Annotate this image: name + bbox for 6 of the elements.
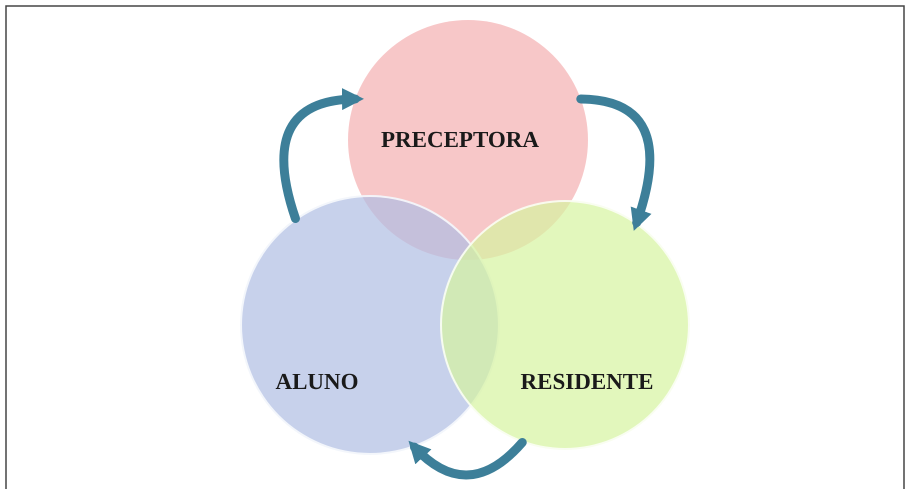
curved-arrow: [280, 88, 364, 223]
circle-label: RESIDENTE: [520, 369, 654, 395]
circle-label: ALUNO: [275, 369, 359, 395]
curved-arrow: [408, 438, 527, 480]
circle-label: PRECEPTORA: [380, 127, 540, 153]
curved-arrow: [576, 94, 654, 231]
